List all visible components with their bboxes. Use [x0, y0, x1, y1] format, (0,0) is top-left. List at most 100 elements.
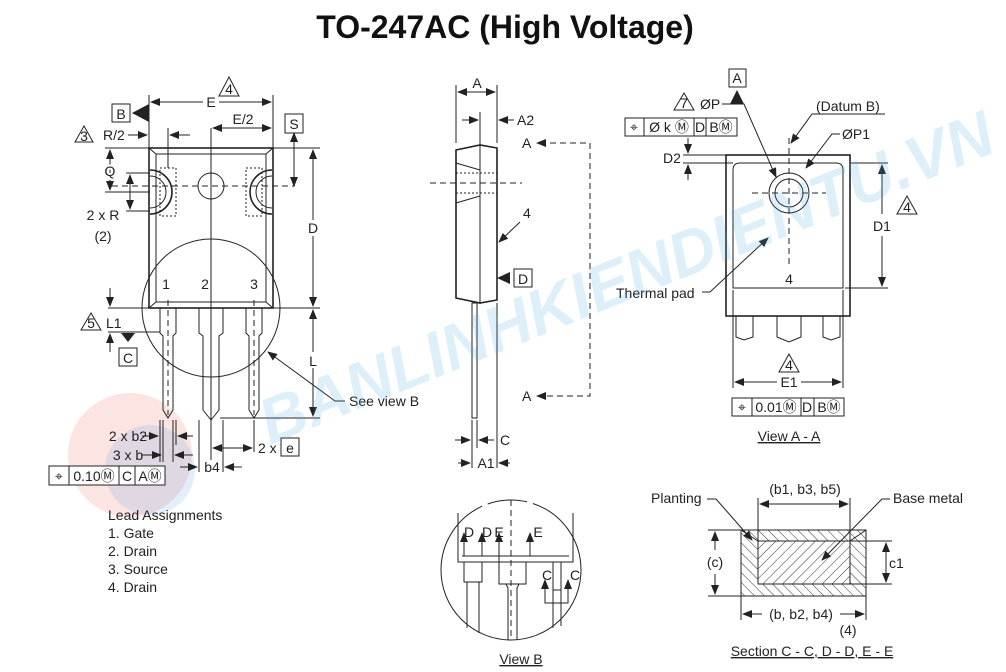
dim-e-prefix: 2 x [258, 440, 277, 456]
datum-d-box [513, 268, 533, 288]
lead-assignment-item: 1. Gate [108, 525, 154, 541]
dim-p-label: ØP [700, 96, 720, 112]
pad-ref-4: 4 [785, 271, 793, 287]
dim-c1-label: c1 [889, 555, 904, 571]
lead-2 [198, 308, 224, 421]
datum-b-note: (Datum B) [816, 98, 880, 114]
datum-a-box [728, 68, 747, 88]
dim-l-label: L [309, 353, 317, 369]
dim-pitch-label: e [286, 440, 294, 456]
feature-control-frame-p: ⌖ Ø k Ⓜ D BⓂ [624, 117, 738, 137]
datum-s-label: S [289, 116, 298, 132]
view-b: D D E E C C View B [440, 499, 582, 667]
datum-b-box [111, 103, 131, 123]
dim-a2-label: A2 [517, 112, 534, 128]
fcf-datum-1: C [122, 468, 132, 484]
datum-b-label: B [116, 106, 125, 122]
fcf-tolerance: Ø k Ⓜ [649, 119, 689, 135]
dim-e1-label: E1 [780, 374, 797, 390]
base-metal-label: Base metal [893, 490, 963, 506]
dim-b1-label: (b1, b3, b5) [769, 481, 841, 497]
dim-l1-label: L1 [106, 315, 122, 331]
note-triangle [218, 75, 240, 97]
note-l1-number: 5 [87, 315, 95, 331]
side-view: A A2 A A 4 D C A1 [430, 75, 591, 471]
watermark-text: BANLINHKIENDIENTU.VN [248, 96, 1005, 458]
lead-assignments: Lead Assignments 1. Gate 2. Drain 3. Sou… [108, 507, 222, 595]
fcf-datum-2: BⓂ [709, 119, 732, 135]
note-e-number: 4 [225, 81, 233, 97]
mounting-notch-right [249, 169, 273, 215]
datum-c-box [118, 347, 138, 367]
note-d1-number: 4 [903, 199, 911, 215]
mounting-notch-left [149, 169, 173, 215]
dim-b2-label: 2 x b2 [109, 428, 147, 444]
position-symbol-icon: ⌖ [630, 119, 638, 135]
front-view: 1 2 3 E 4 B 3 R/2 E/2 S D L [48, 75, 419, 486]
lead-assignment-item: 4. Drain [108, 579, 157, 595]
dim-b-section-label: (b, b2, b4) [769, 606, 833, 622]
dim-r-note: (2) [94, 228, 111, 244]
side-lead [471, 302, 478, 419]
dim-d-label: D [308, 220, 318, 236]
position-symbol-icon: ⌖ [55, 468, 63, 484]
dim-d1-label: D1 [873, 218, 891, 234]
dim-p1-label: ØP1 [842, 126, 870, 142]
section-a-top-label: A [522, 135, 532, 151]
datum-d-label: D [518, 271, 528, 287]
view-b-label-d: D [482, 524, 492, 540]
pin-label-2: 2 [201, 276, 209, 292]
feature-control-frame-e1: ⌖ 0.01Ⓜ D BⓂ [731, 397, 845, 417]
dim-c-label: C [500, 432, 510, 448]
thermal-pad-outline [732, 162, 844, 289]
fcf-datum-1: D [695, 119, 705, 135]
lead-assignment-item: 3. Source [108, 561, 168, 577]
view-b-label-e: E [533, 524, 542, 540]
back-body [725, 154, 851, 317]
dim-r-label: 2 x R [87, 207, 120, 223]
view-b-label-c: C [542, 567, 552, 583]
view-aa-caption: View A - A [758, 428, 821, 444]
note-e1-number: 4 [785, 357, 793, 373]
fcf-datum-1: D [802, 399, 812, 415]
dim-e2-label: E/2 [232, 111, 253, 127]
view-b-label-c: C [570, 567, 580, 583]
view-b-label-d: D [464, 524, 474, 540]
lead-assignment-item: 2. Drain [108, 543, 157, 559]
note-p-number: 7 [680, 95, 688, 111]
section-view: (b1, b3, b5) Planting Base metal (c) c1 … [651, 481, 963, 659]
dim-a-label: A [472, 75, 482, 91]
note-r2-number: 3 [80, 128, 88, 144]
base-metal [757, 540, 851, 585]
datum-c-label: C [123, 350, 133, 366]
position-symbol-icon: ⌖ [738, 399, 746, 415]
fcf-tolerance: 0.10Ⓜ [73, 468, 114, 484]
section-a-bottom-label: A [522, 388, 532, 404]
fcf-tolerance: 0.01Ⓜ [755, 399, 796, 415]
dim-e-label: E [206, 94, 215, 110]
view-b-caption: View B [499, 651, 542, 667]
dim-a1-label: A1 [477, 455, 494, 471]
datum-a-label: A [732, 70, 742, 86]
datum-b-triangle [132, 104, 149, 122]
lead-assignments-heading: Lead Assignments [108, 507, 222, 523]
see-view-b-label: See view B [349, 393, 419, 409]
fcf-datum-2: AⓂ [138, 468, 161, 484]
view-a-a: 4 A 7 ØP ⌖ Ø k Ⓜ D BⓂ (Datum B) ØP1 D2 D… [616, 68, 918, 444]
pin-label-1: 1 [162, 276, 170, 292]
feature-control-frame: ⌖ 0.10Ⓜ C AⓂ [48, 465, 166, 486]
section-note-4: (4) [839, 622, 856, 638]
dim-b-label: 3 x b [113, 447, 144, 463]
dim-c-section-label: (c) [707, 554, 723, 570]
dim-q-label: Q [105, 163, 116, 179]
lead-1 [159, 308, 177, 419]
planting-label: Planting [651, 490, 702, 506]
dim-d2-label: D2 [663, 150, 681, 166]
side-ref-4: 4 [523, 205, 531, 221]
page-title: TO-247AC (High Voltage) [316, 9, 694, 45]
fcf-datum-2: BⓂ [817, 399, 840, 415]
section-caption: Section C - C, D - D, E - E [731, 643, 894, 659]
dim-r2-label: R/2 [103, 127, 125, 143]
